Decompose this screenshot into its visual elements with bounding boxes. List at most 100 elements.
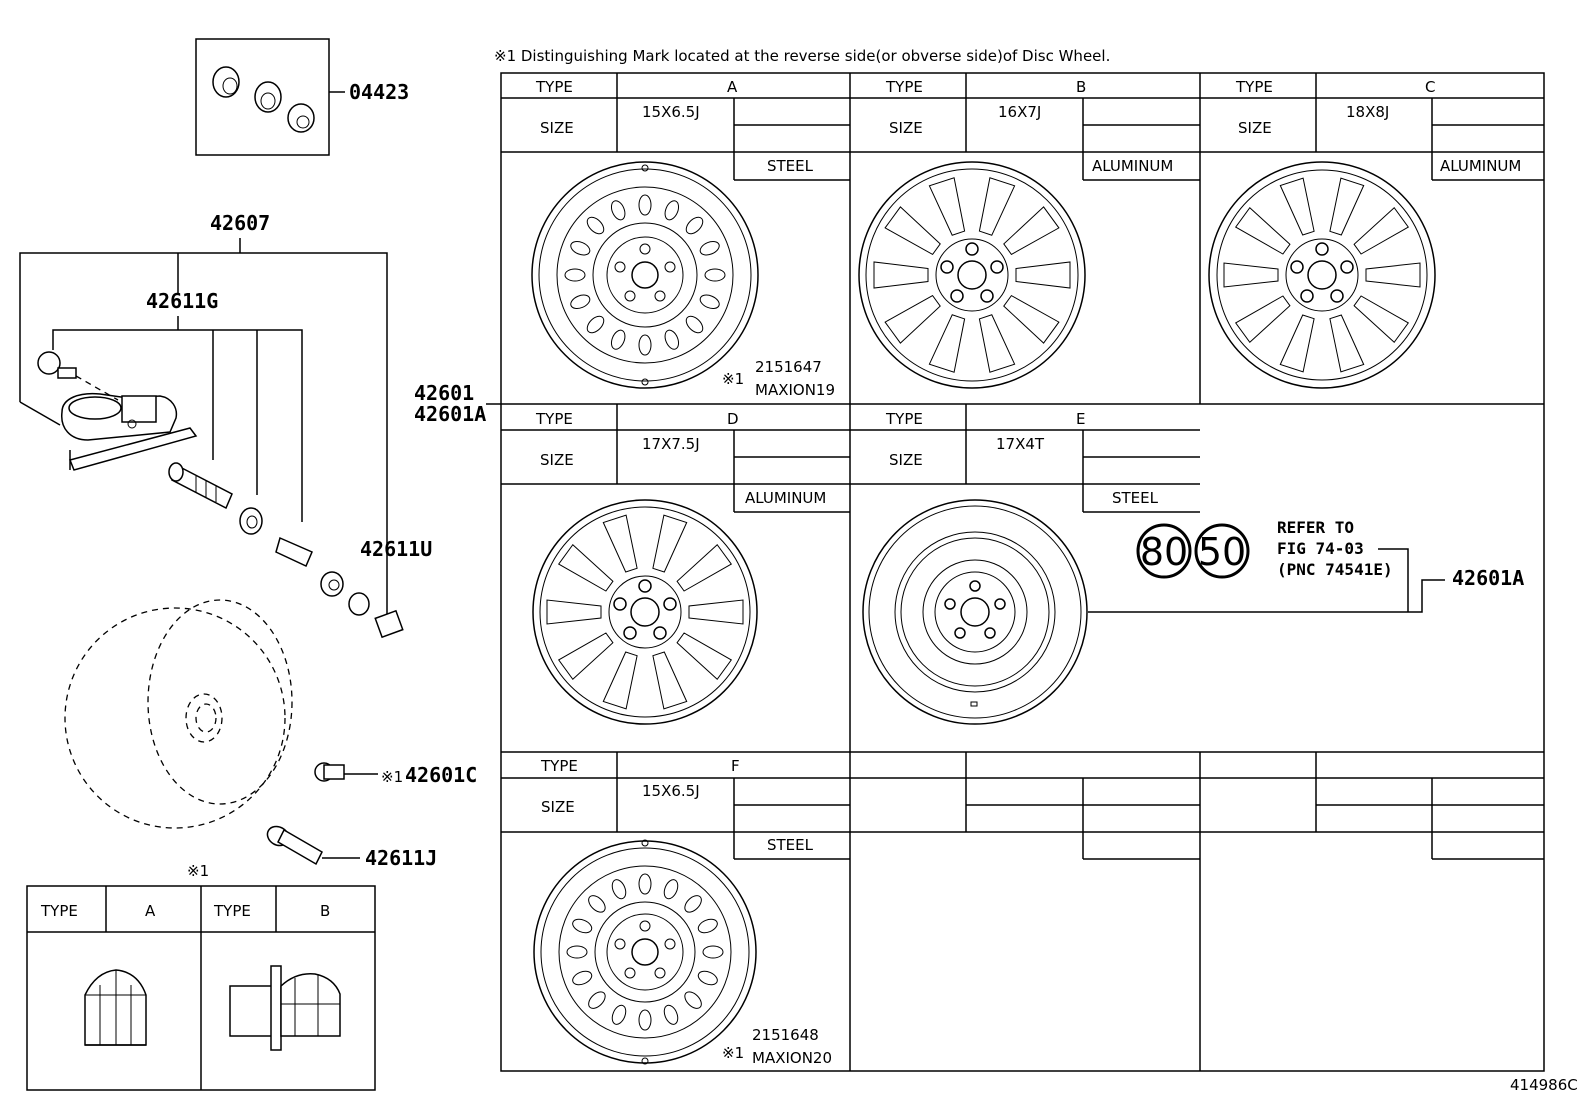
part-42611g: 42611G	[146, 289, 218, 313]
refer-badge-80-text: 80	[1140, 530, 1188, 574]
wheel-vent-hole	[684, 895, 702, 913]
wheel-vent-hole	[572, 970, 593, 986]
wheel-vent-hole	[586, 315, 605, 334]
refer-badge-80	[1136, 523, 1192, 579]
size-label: SIZE	[1238, 119, 1272, 137]
wheel-spoke-window	[676, 543, 733, 592]
refer-badge-50-text: 50	[1198, 530, 1246, 574]
tpms-sensor	[19, 351, 198, 471]
wheel-b-material: ALUMINUM	[1092, 157, 1173, 175]
wheel-spoke-window	[978, 177, 1016, 236]
part-42611u: 42611U	[360, 537, 432, 561]
refer-block: 80 50 REFER TO FIG 74-03 (PNC 74541E) 42…	[1136, 518, 1524, 612]
size-label: SIZE	[540, 451, 574, 469]
part-42601c: 42601C	[405, 763, 477, 787]
wheel-specs: A 15X6.5J STEEL B 16X7J ALUMINUM C 18X8J…	[642, 78, 1521, 854]
wheel-vent-hole	[610, 200, 626, 221]
wheel-spoke-window	[1365, 262, 1421, 288]
wheel-vent-hole	[685, 315, 704, 334]
valve-stem-parts	[168, 462, 404, 639]
table-labels: TYPE SIZE TYPE SIZE TYPE SIZE TYPE SIZE …	[535, 78, 1273, 816]
wheel-spoke-window	[1015, 261, 1071, 289]
wheel-a-mark-name: MAXION19	[755, 381, 835, 399]
nut-col2-type: TYPE	[213, 902, 251, 920]
wheel-vent-hole	[572, 918, 593, 934]
refer-line-2: FIG 74-03	[1277, 539, 1364, 558]
wheel-type-table	[500, 72, 1545, 1072]
wheel-spoke-window	[1329, 314, 1365, 373]
wheel-spoke-window	[602, 651, 638, 710]
wheel-spoke-window	[884, 206, 941, 256]
wheel-e-type: E	[1076, 410, 1085, 428]
wheel-spoke-window	[1234, 206, 1291, 255]
wheel-b-size: 16X7J	[998, 103, 1041, 121]
wheel-spoke-window	[652, 651, 688, 710]
valve-j-part: 42611J	[266, 825, 437, 870]
wheel-a-drawing: ※1 2151647 MAXION19	[531, 161, 835, 399]
size-label: SIZE	[889, 119, 923, 137]
part-42611j: 42611J	[365, 846, 437, 870]
wheel-f-size: 15X6.5J	[642, 782, 700, 800]
type-label: TYPE	[535, 410, 573, 428]
wheel-vent-hole	[610, 329, 626, 350]
wheel-spoke-window	[884, 294, 941, 344]
ref-mark: ※1	[722, 1044, 744, 1062]
wheel-vent-hole	[685, 216, 704, 235]
wheel-spoke-window	[557, 632, 614, 681]
wheel-vent-hole	[684, 991, 702, 1009]
wheel-f-mark-number: 2151648	[752, 1026, 819, 1044]
wheel-vent-hole	[638, 1009, 652, 1031]
refer-line-1: REFER TO	[1277, 518, 1354, 537]
part-42601: 42601	[414, 381, 474, 405]
wheel-vent-hole	[702, 945, 724, 959]
wheel-c-material: ALUMINUM	[1440, 157, 1521, 175]
wheel-b-type: B	[1076, 78, 1086, 96]
wheel-vent-hole	[570, 240, 591, 256]
wheel-spoke-window	[676, 632, 733, 681]
wheel-vent-hole	[664, 200, 680, 221]
wheel-b-drawing	[858, 161, 1086, 389]
wheel-f-drawing: ※1 2151648 MAXION20	[533, 839, 832, 1067]
wheel-vent-hole	[638, 873, 652, 895]
wheel-spoke-window	[873, 261, 929, 289]
size-label: SIZE	[889, 451, 923, 469]
wheel-vent-hole	[588, 991, 606, 1009]
wheel-f-mark-name: MAXION20	[752, 1049, 832, 1067]
wheel-e-material: STEEL	[1112, 489, 1159, 507]
wheel-vent-hole	[697, 970, 718, 986]
wheel-vent-hole	[663, 1004, 679, 1025]
wheel-c-type: C	[1425, 78, 1435, 96]
type-label: TYPE	[540, 757, 578, 775]
wheel-vent-hole	[570, 294, 591, 310]
hub-nut-part: ※1 42601C	[314, 762, 477, 787]
wheel-spoke-window	[602, 514, 638, 573]
wheel-e-size: 17X4T	[996, 435, 1045, 453]
nut-table-mark: ※1	[187, 862, 209, 880]
wheel-spoke-window	[1279, 177, 1315, 236]
type-label: TYPE	[535, 78, 573, 96]
wheel-vent-hole	[638, 194, 652, 216]
wheel-d-material: ALUMINUM	[745, 489, 826, 507]
wheel-c-size: 18X8J	[1346, 103, 1389, 121]
wheel-vent-hole	[638, 334, 652, 356]
wheel-spoke-window	[1329, 177, 1365, 236]
wheel-d-size: 17X7.5J	[642, 435, 700, 453]
wheel-vent-hole	[664, 329, 680, 350]
wheel-vent-hole	[697, 918, 718, 934]
wheel-spoke-window	[1003, 294, 1060, 344]
wheel-spoke-window	[1223, 262, 1279, 288]
wheel-vent-hole	[588, 895, 606, 913]
ref-mark-nut: ※1	[381, 768, 403, 786]
wheel-spoke-window	[546, 599, 602, 625]
nut-col1-type: TYPE	[40, 902, 78, 920]
wheel-vent-hole	[611, 879, 627, 900]
wheel-vent-hole	[564, 268, 586, 282]
wheel-a-size: 15X6.5J	[642, 103, 700, 121]
wheel-vent-hole	[699, 294, 720, 310]
type-label: TYPE	[1235, 78, 1273, 96]
wheel-spoke-window	[928, 177, 966, 236]
wheel-a-material: STEEL	[767, 157, 814, 175]
wheel-vent-hole	[663, 879, 679, 900]
wheel-f-material: STEEL	[767, 836, 814, 854]
